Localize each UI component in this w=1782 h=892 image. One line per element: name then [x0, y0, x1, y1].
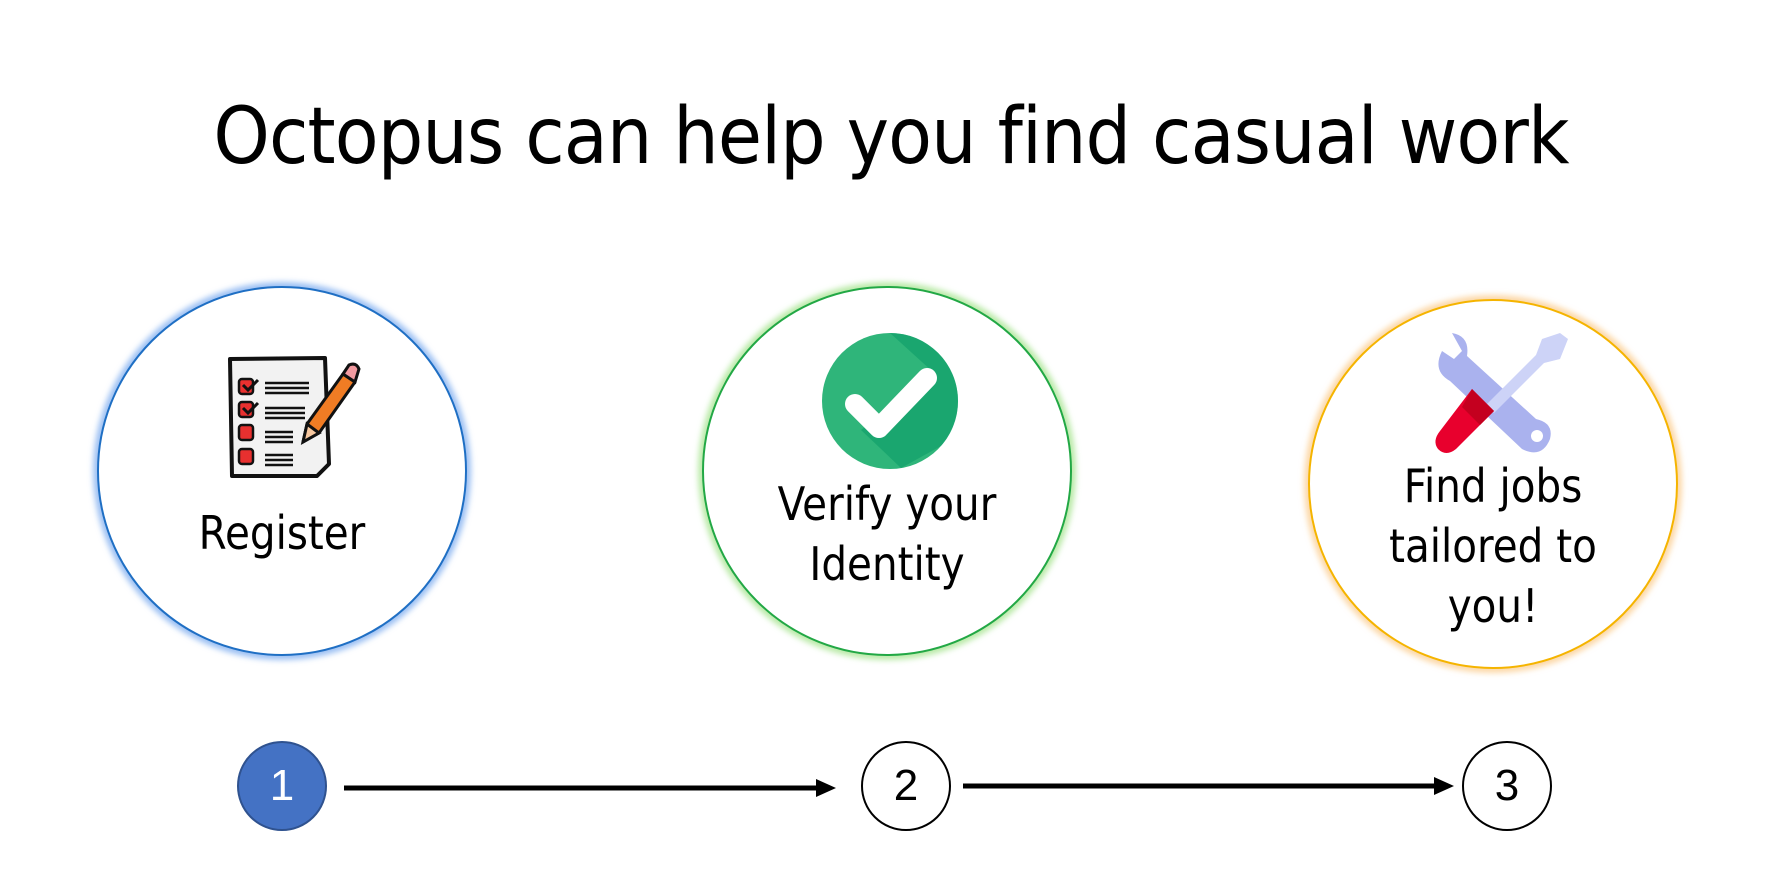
checklist-pencil-icon [228, 356, 361, 478]
step-label-line: Find jobs [1403, 459, 1583, 513]
step-indicator-1: 1 [237, 741, 327, 831]
step-card-register: Register [97, 286, 467, 656]
step-card-find-jobs: Find jobs tailored to you! [1308, 299, 1678, 669]
page-title: Octopus can help you find casual work [213, 92, 1569, 182]
check-circle-icon [822, 333, 959, 469]
step-label-line: Verify your [777, 477, 997, 531]
wrench-screwdriver-icon [1435, 333, 1568, 453]
step-label-line: tailored to [1389, 519, 1597, 573]
step-indicator-2: 2 [861, 741, 951, 831]
step-indicator-3: 3 [1462, 741, 1552, 831]
arrow-1-to-2 [344, 779, 836, 797]
step-label-line: Register [198, 506, 366, 560]
step-label-line: Identity [809, 537, 965, 591]
step-card-verify-identity: Verify your Identity [702, 286, 1072, 656]
step-label-line: you! [1447, 579, 1539, 633]
arrow-2-to-3 [963, 777, 1454, 795]
